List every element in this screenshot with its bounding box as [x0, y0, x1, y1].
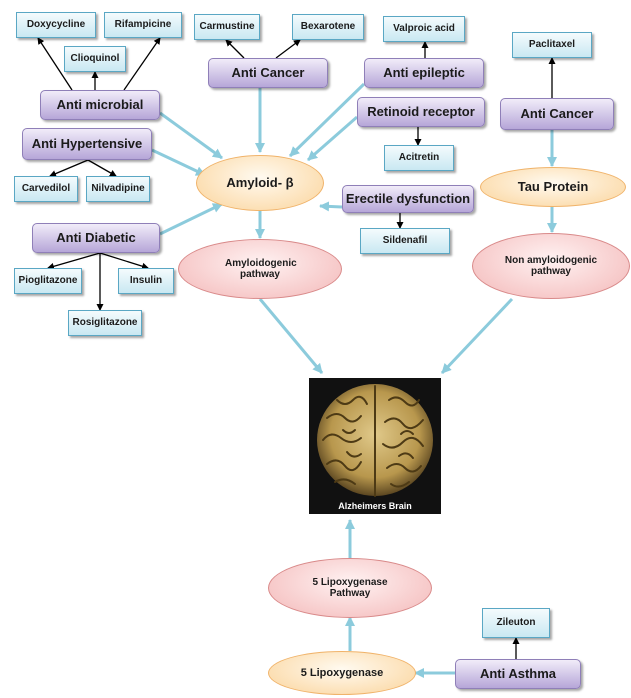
clioquinol-box: Clioquinol [64, 46, 126, 72]
anti-epileptic-box: Anti epileptic [364, 58, 484, 88]
5-lipoxygenase-pathway-ellipse: 5 Lipoxygenase Pathway [268, 558, 432, 618]
brain-illustration [317, 384, 433, 497]
arrow-antimicrobial-to-rifampicine [123, 37, 161, 91]
non-amyloidogenic-pathway-label: Non amyloidogenic pathway [504, 254, 598, 278]
amyloidogenic-pathway-label: Amyloidogenic pathway [225, 257, 297, 281]
arrow-retinoid-to-amyloid [307, 115, 358, 162]
arrow-nonamyloid-to-brain [440, 297, 514, 375]
anti-cancer-box-left: Anti Cancer [208, 58, 328, 88]
erectile-dysfunction-box: Erectile dysfunction [342, 185, 474, 213]
arrow-antiepileptic-to-amyloid [288, 82, 366, 158]
anti-microbial-box: Anti microbial [40, 90, 160, 120]
retinoid-receptor-box: Retinoid receptor [357, 97, 485, 127]
bexarotene-box: Bexarotene [292, 14, 364, 40]
arrow-antimicrobial-to-amyloid [159, 111, 223, 160]
amyloidogenic-pathway-ellipse: Amyloidogenic pathway [178, 239, 342, 299]
arrow-amyloidogenic-to-brain [258, 298, 324, 374]
arrow-antihypertensive-to-carvedilol [49, 159, 89, 177]
arrow-antihypertensive-to-amyloid [151, 148, 206, 177]
5-lipoxygenase-pathway-label: 5 Lipoxygenase Pathway [312, 576, 388, 600]
arrow-antidiabetic-to-insulin [99, 252, 149, 270]
amyloid-beta-ellipse: Amyloid- β [196, 155, 324, 211]
sildenafil-box: Sildenafil [360, 228, 450, 254]
anti-cancer-box-right: Anti Cancer [500, 98, 614, 130]
acitretin-box: Acitretin [384, 145, 454, 171]
arrow-anticancer-to-bexarotene [275, 39, 301, 59]
arrow-erectile-to-amyloid [319, 201, 343, 212]
arrow-antimicrobial-to-doxycycline [37, 37, 73, 91]
insulin-box: Insulin [118, 268, 174, 294]
rifampicine-box: Rifampicine [104, 12, 182, 38]
valproic-acid-box: Valproic acid [383, 16, 465, 42]
arrow-anticancer-to-carmustine [225, 39, 245, 59]
nilvadipine-box: Nilvadipine [86, 176, 150, 202]
paclitaxel-box: Paclitaxel [512, 32, 592, 58]
carvedilol-box: Carvedilol [14, 176, 78, 202]
5-lipoxygenase-ellipse: 5 Lipoxygenase [268, 651, 416, 695]
arrow-antidiabetic-to-amyloid [159, 202, 223, 236]
alzheimers-brain-image: Alzheimers Brain [309, 378, 441, 514]
pioglitazone-box: Pioglitazone [14, 268, 82, 294]
brain-caption: Alzheimers Brain [338, 501, 412, 511]
anti-asthma-box: Anti Asthma [455, 659, 581, 689]
tau-protein-ellipse: Tau Protein [480, 167, 626, 207]
zileuton-box: Zileuton [482, 608, 550, 638]
rosiglitazone-box: Rosiglitazone [68, 310, 142, 336]
anti-hypertensive-box: Anti Hypertensive [22, 128, 152, 160]
anti-diabetic-box: Anti Diabetic [32, 223, 160, 253]
arrow-antihypertensive-to-nilvadipine [87, 159, 117, 177]
carmustine-box: Carmustine [194, 14, 260, 40]
arrow-antidiabetic-to-pioglitazone [47, 252, 101, 270]
non-amyloidogenic-pathway-ellipse: Non amyloidogenic pathway [472, 233, 630, 299]
doxycycline-box: Doxycycline [16, 12, 96, 38]
